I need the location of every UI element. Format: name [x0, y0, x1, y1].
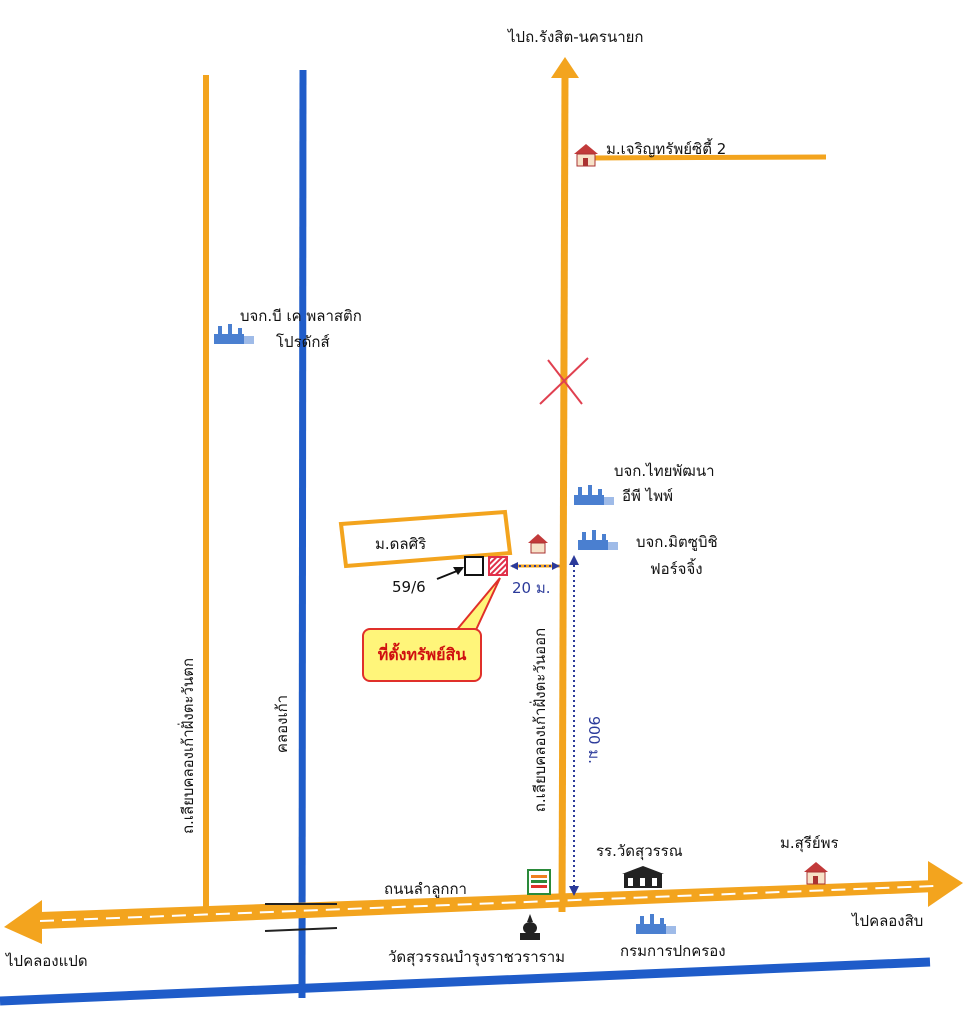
house-icon: [804, 862, 828, 885]
property-marker: [488, 556, 508, 576]
road-west-label: ถ.เลียบคลองเก้าฝั่งตะวันตก: [179, 657, 197, 835]
callout-pointer: [452, 577, 501, 633]
bridge-mark-bottom: [264, 927, 338, 932]
house-number-label: 59/6: [392, 578, 426, 596]
branch-road-estate: [589, 154, 827, 161]
cross-mark-icon: [539, 357, 589, 405]
house-59-6-marker: [464, 556, 484, 576]
dim-20-arrow-left: [510, 562, 518, 570]
company-bk-label-2: โปรดักส์: [276, 333, 330, 351]
temple-icon: [520, 914, 540, 940]
estate-bottom-label: ม.สุรีย์พร: [780, 834, 839, 852]
factory-icon: [578, 530, 618, 550]
canal-9-line: [298, 69, 307, 999]
main-road-arrow-right: [928, 861, 963, 907]
dept-label: กรมการปกครอง: [620, 942, 726, 960]
factory-icon: [636, 914, 676, 934]
dim-900-arrow-bottom: [569, 886, 579, 896]
factory-icon: [574, 485, 614, 505]
road-east-line: [558, 74, 569, 913]
main-road: [40, 880, 936, 929]
house-no-pointer-head: [453, 567, 464, 575]
to-left-label: ไปคลองแปด: [6, 952, 88, 970]
seven-eleven-icon: [527, 869, 551, 895]
distance-20-label: 20 ม.: [512, 579, 551, 597]
company-mitsu-label-2: ฟอร์จจิ้ง: [650, 560, 703, 578]
main-road-label: ถนนลำลูกกา: [384, 880, 467, 898]
house-icon: [528, 534, 548, 554]
school-label: รร.วัดสุวรรณ: [596, 842, 683, 860]
village-box-label: ม.ดลศิริ: [375, 535, 427, 553]
company-mitsu-label-1: บจก.มิตซูบิชิ: [636, 533, 718, 551]
road-east-label: ถ.เลียบคลองเก้าฝั่งตะวันออก: [531, 627, 549, 813]
top-direction-label: ไปถ.รังสิต-นครนายก: [508, 28, 644, 46]
company-thai-label-2: อีพี ไพพ์: [622, 487, 673, 505]
estate-top-label: ม.เจริญทรัพย์ซิตี้ 2: [606, 140, 727, 158]
house-icon: [574, 144, 598, 167]
main-road-center-dash: [39, 885, 935, 922]
distance-900-label: 900 ม.: [585, 715, 603, 765]
main-road-arrow-left: [4, 900, 42, 944]
company-thai-label-1: บจก.ไทยพัฒนา: [614, 462, 715, 480]
school-icon: [622, 866, 664, 888]
village-box: [338, 509, 513, 569]
to-right-label: ไปคลองสิบ: [852, 912, 924, 930]
dim-900-arrow-top: [569, 555, 579, 565]
factory-icon: [214, 324, 254, 344]
property-callout: ที่ตั้งทรัพย์สิน: [362, 628, 482, 682]
temple-label: วัดสุวรรณบำรุงราชวราราม: [388, 948, 566, 966]
canal-bottom: [0, 957, 931, 1006]
road-east-arrowhead: [551, 57, 579, 78]
dim-20-arrow-right: [552, 562, 560, 570]
canal-label: คลองเก้า: [273, 694, 291, 754]
company-bk-label-1: บจก.บี เค พลาสติก: [240, 307, 362, 325]
